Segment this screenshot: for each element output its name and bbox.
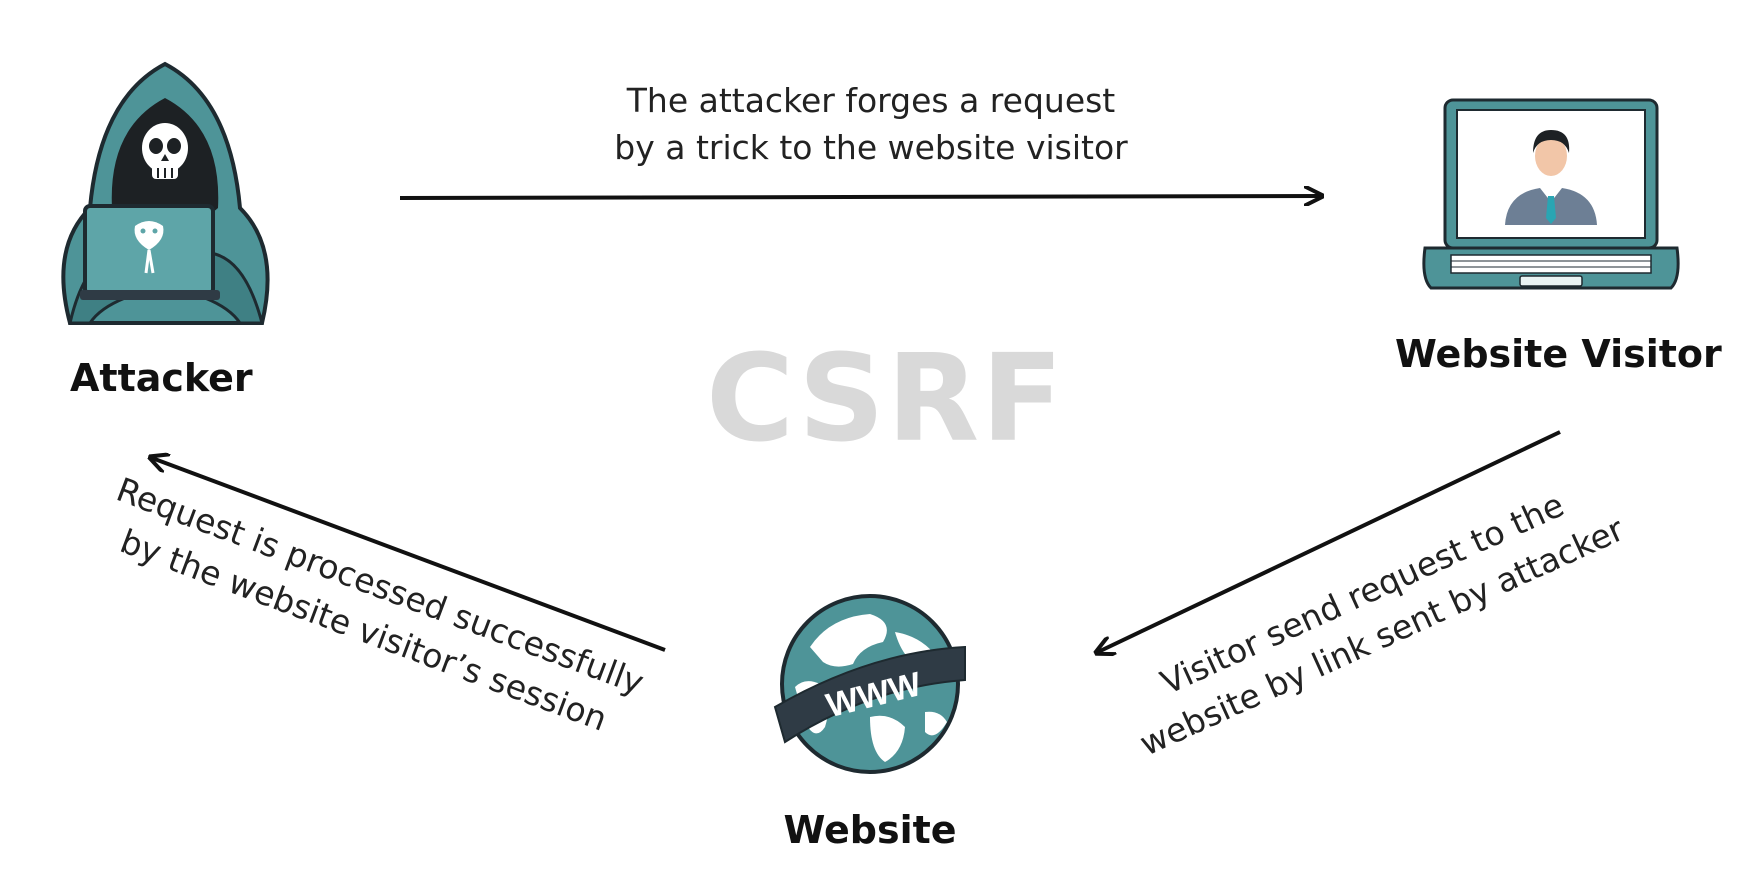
website-label: Website bbox=[783, 808, 957, 852]
csrf-watermark: CSRF bbox=[706, 330, 1066, 469]
arrow-website-to-attacker bbox=[152, 458, 666, 652]
arrow-visitor-to-website bbox=[1098, 430, 1561, 652]
globe-icon: WWW bbox=[773, 592, 966, 777]
caption-attacker-to-visitor: The attacker forges a request by a trick… bbox=[614, 77, 1127, 171]
caption-line: The attacker forges a request bbox=[626, 81, 1116, 120]
laptop-user-icon bbox=[1415, 98, 1687, 298]
attacker-icon bbox=[30, 58, 300, 333]
arrow-attacker-to-visitor bbox=[399, 196, 1320, 198]
website-visitor-label: Website Visitor bbox=[1395, 332, 1722, 376]
caption-line: by a trick to the website visitor bbox=[614, 128, 1128, 167]
attacker-label: Attacker bbox=[70, 356, 253, 400]
